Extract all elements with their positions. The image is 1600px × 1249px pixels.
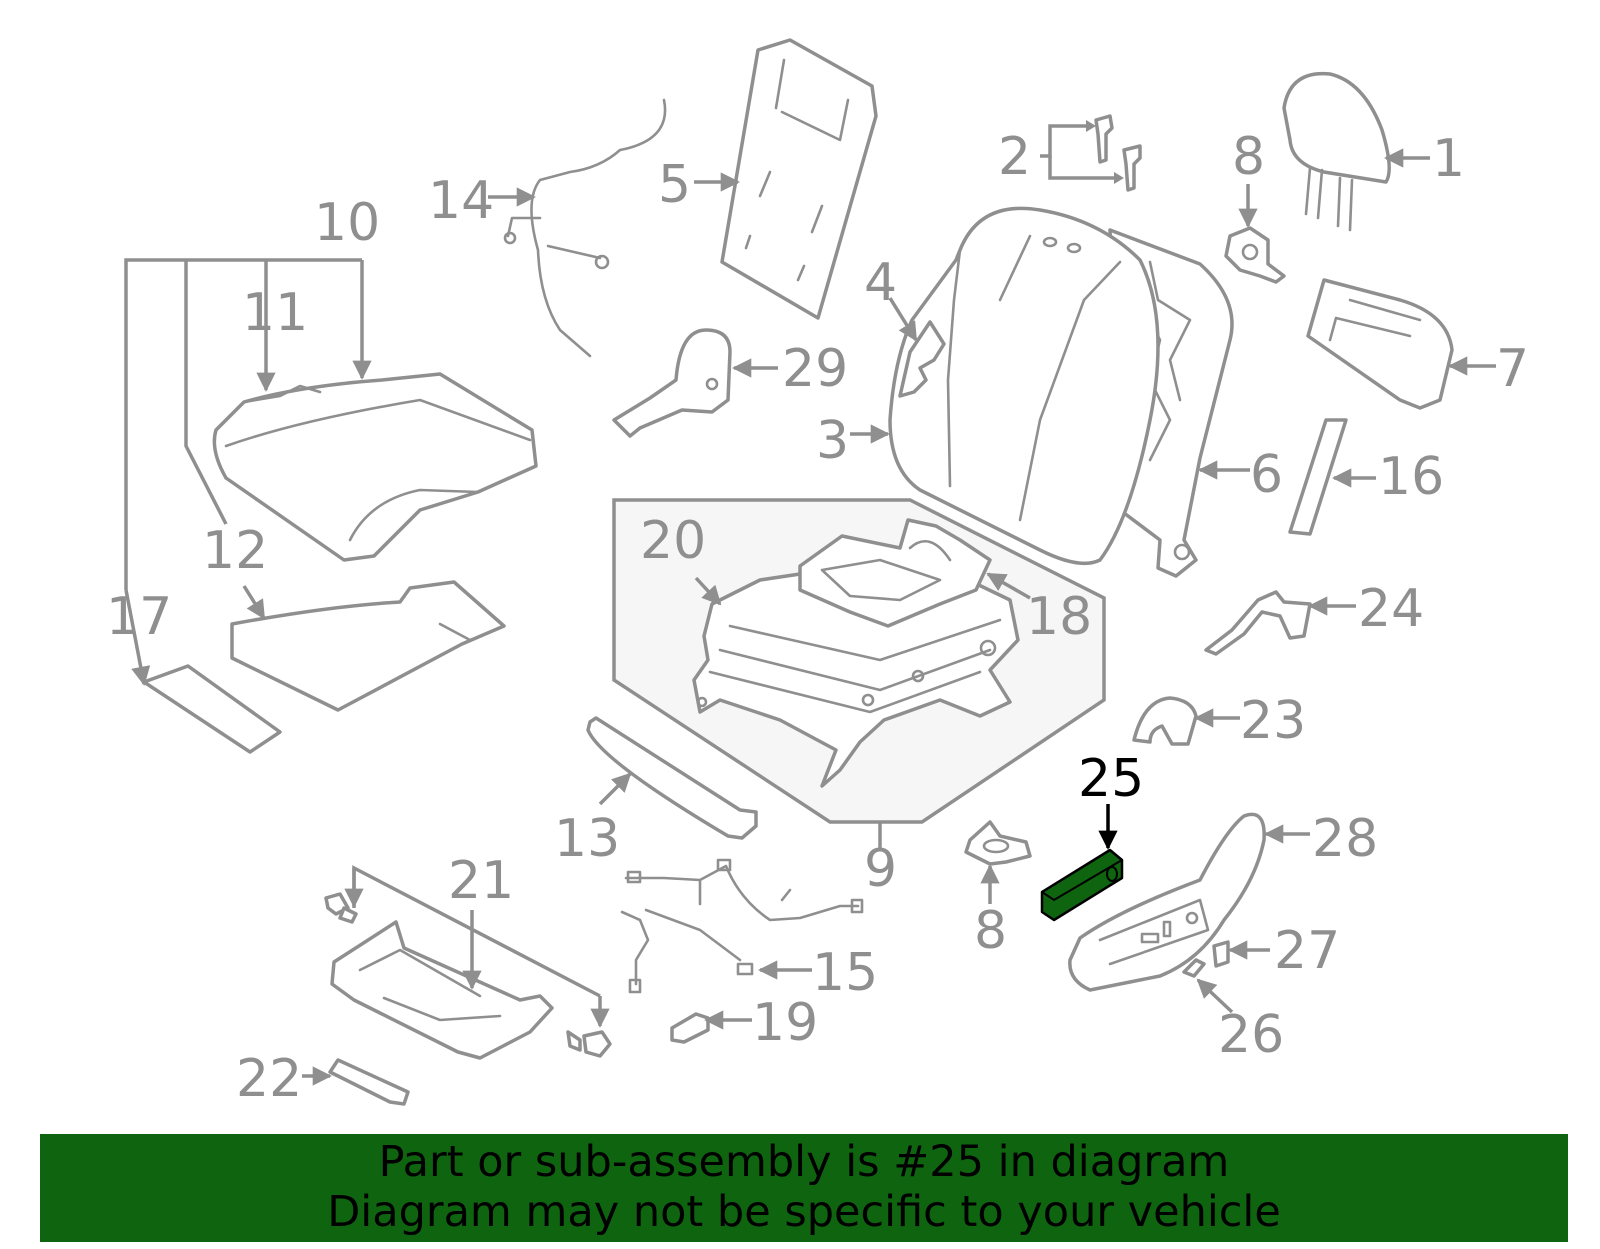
part-14-wire-harness <box>488 98 667 358</box>
part-20-seat-frame <box>692 560 1020 788</box>
label-19: 19 <box>752 993 818 1053</box>
label-3: 3 <box>816 411 849 471</box>
label-21: 21 <box>448 851 514 911</box>
label-27: 27 <box>1274 921 1340 981</box>
label-13: 13 <box>554 809 620 869</box>
part-19-small-clip <box>670 1010 752 1044</box>
label-12: 12 <box>202 521 268 581</box>
label-5: 5 <box>658 155 691 215</box>
banner-line-part-number: Part or sub-assembly is #25 in diagram <box>378 1137 1230 1187</box>
part-24-bracket <box>1204 590 1356 656</box>
label-25-highlighted: 25 <box>1078 749 1144 809</box>
label-17: 17 <box>106 587 172 647</box>
label-15: 15 <box>812 943 878 1003</box>
part-15-wire-harness <box>620 858 864 994</box>
label-1: 1 <box>1432 129 1465 189</box>
part-3-seatback-pad <box>850 206 1160 566</box>
part-7-back-panel-trim <box>1306 278 1496 410</box>
label-26: 26 <box>1218 1005 1284 1065</box>
leader-lines <box>242 572 1031 620</box>
part-16-side-strip <box>1288 418 1376 536</box>
label-29: 29 <box>782 339 848 399</box>
info-banner: Part or sub-assembly is #25 in diagram D… <box>40 1134 1568 1242</box>
part-1-headrest <box>1282 71 1430 232</box>
part-25-highlighted-knob <box>1040 804 1124 922</box>
label-22: 22 <box>236 1049 302 1109</box>
label-24: 24 <box>1358 579 1424 639</box>
part-2-bolts <box>1040 114 1142 192</box>
part-21-bottom-cover <box>324 865 612 1060</box>
label-14: 14 <box>428 171 494 231</box>
part-8-knob-bezel-bottom <box>964 820 1032 904</box>
label-8-bottom: 8 <box>974 901 1007 961</box>
label-10: 10 <box>314 193 380 253</box>
label-23: 23 <box>1240 691 1306 751</box>
label-16: 16 <box>1378 447 1444 507</box>
part-23-hinge-cover <box>1132 696 1240 746</box>
part-10-cushion-bracket <box>124 258 372 590</box>
part-8-headrest-guide-top <box>1224 184 1286 284</box>
label-11: 11 <box>242 283 308 343</box>
callout-labels: 1 2 3 4 5 6 7 8 8 9 10 11 12 13 14 15 16… <box>106 127 1529 1109</box>
part-5-seatback-board <box>694 38 878 320</box>
part-26-clip <box>1182 958 1234 1014</box>
part-11-seat-cushion-cover <box>212 372 538 562</box>
label-7: 7 <box>1496 339 1529 399</box>
part-28-side-shield <box>1068 812 1310 992</box>
label-8-top: 8 <box>1232 127 1265 187</box>
part-22-bracket <box>302 1058 410 1106</box>
banner-line-disclaimer: Diagram may not be specific to your vehi… <box>327 1187 1281 1237</box>
label-4: 4 <box>864 253 897 313</box>
part-12-cushion-pad <box>230 580 506 712</box>
label-2: 2 <box>998 127 1031 187</box>
label-28: 28 <box>1312 809 1378 869</box>
label-9: 9 <box>864 839 897 899</box>
part-27-small-knob <box>1212 940 1270 968</box>
part-29-trim-cover <box>612 328 778 438</box>
part-13-side-rail <box>586 716 758 840</box>
label-18: 18 <box>1026 587 1092 647</box>
part-4-back-cover-piece <box>888 297 946 398</box>
label-20: 20 <box>640 511 706 571</box>
part-18-seat-pan <box>798 518 992 628</box>
label-6: 6 <box>1250 445 1283 505</box>
part-17-heater-element <box>124 589 282 754</box>
